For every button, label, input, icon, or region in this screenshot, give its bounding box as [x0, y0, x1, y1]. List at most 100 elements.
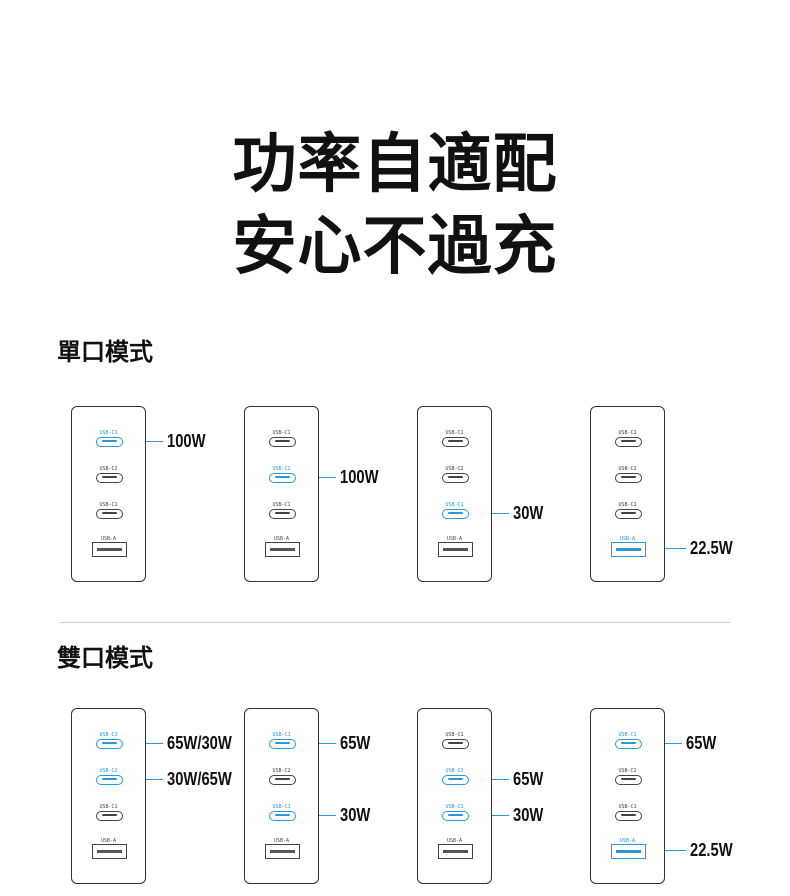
leader-line [659, 850, 686, 852]
usb-c-port [615, 775, 642, 785]
port-label: USB-C1 [99, 804, 118, 810]
usb-c-port [442, 775, 469, 785]
wattage-label: 30W [340, 805, 371, 825]
section-divider [60, 622, 730, 623]
port-label: USB-C2 [272, 768, 291, 774]
port-label: USB-A [619, 536, 636, 542]
port-label: USB-C1 [618, 502, 637, 508]
usb-c-port [442, 509, 469, 519]
usb-c-port [615, 437, 642, 447]
usb-c-port [615, 473, 642, 483]
port-label: USB-A [273, 536, 290, 542]
single-mode-title: 單口模式 [57, 338, 153, 366]
usb-c-port [96, 437, 123, 447]
port-label: USB-A [100, 838, 117, 844]
headline-line-1: 功率自適配 [232, 128, 558, 202]
port-label: USB-C2 [272, 466, 291, 472]
port-label: USB-A [446, 838, 463, 844]
port-label: USB-C1 [272, 804, 291, 810]
leader-line [309, 743, 336, 745]
leader-line [136, 743, 163, 745]
usb-c-port [269, 811, 296, 821]
usb-c-port [442, 811, 469, 821]
port-label: USB-A [619, 838, 636, 844]
leader-line [482, 815, 509, 817]
wattage-label: 65W [513, 769, 544, 789]
usb-c-port [96, 811, 123, 821]
usb-c-port [442, 473, 469, 483]
usb-a-port [92, 844, 127, 859]
leader-line [655, 743, 682, 745]
leader-line [309, 815, 336, 817]
port-label: USB-A [446, 536, 463, 542]
port-label: USB-C1 [618, 804, 637, 810]
port-label: USB-C1 [445, 732, 464, 738]
port-label: USB-C1 [445, 502, 464, 508]
port-label: USB-C2 [99, 466, 118, 472]
usb-c-port [615, 739, 642, 749]
wattage-label: 65W/30W [167, 733, 232, 753]
port-label: USB-C1 [618, 430, 637, 436]
usb-a-port [611, 542, 646, 557]
usb-c-port [615, 811, 642, 821]
port-label: USB-C2 [445, 768, 464, 774]
port-label: USB-C1 [445, 430, 464, 436]
wattage-label: 30W/65W [167, 769, 232, 789]
usb-c-port [269, 775, 296, 785]
wattage-label: 100W [167, 431, 206, 451]
wattage-label: 22.5W [690, 840, 733, 860]
usb-c-port [96, 473, 123, 483]
usb-a-port [611, 844, 646, 859]
usb-a-port [265, 542, 300, 557]
headline-line-2: 安心不過充 [232, 210, 558, 284]
dual-mode-title: 雙口模式 [57, 644, 153, 672]
port-label: USB-C1 [272, 732, 291, 738]
usb-c-port [96, 775, 123, 785]
port-label: USB-A [273, 838, 290, 844]
usb-a-port [92, 542, 127, 557]
port-label: USB-C1 [445, 804, 464, 810]
port-label: USB-C2 [445, 466, 464, 472]
wattage-label: 65W [686, 733, 717, 753]
port-label: USB-C2 [618, 466, 637, 472]
port-label: USB-C1 [99, 732, 118, 738]
port-label: USB-C1 [272, 430, 291, 436]
wattage-label: 65W [340, 733, 371, 753]
usb-c-port [442, 437, 469, 447]
leader-line [482, 779, 509, 781]
leader-line [482, 513, 509, 515]
port-label: USB-A [100, 536, 117, 542]
usb-a-port [265, 844, 300, 859]
usb-c-port [96, 509, 123, 519]
usb-c-port [269, 739, 296, 749]
leader-line [659, 548, 686, 550]
port-label: USB-C1 [618, 732, 637, 738]
wattage-label: 22.5W [690, 538, 733, 558]
leader-line [136, 441, 163, 443]
usb-a-port [438, 542, 473, 557]
usb-c-port [442, 739, 469, 749]
port-label: USB-C1 [99, 430, 118, 436]
usb-a-port [438, 844, 473, 859]
port-label: USB-C1 [272, 502, 291, 508]
usb-c-port [96, 739, 123, 749]
usb-c-port [269, 509, 296, 519]
wattage-label: 30W [513, 805, 544, 825]
usb-c-port [615, 509, 642, 519]
wattage-label: 100W [340, 467, 379, 487]
leader-line [309, 477, 336, 479]
leader-line [136, 779, 163, 781]
port-label: USB-C2 [99, 768, 118, 774]
wattage-label: 30W [513, 503, 544, 523]
usb-c-port [269, 437, 296, 447]
usb-c-port [269, 473, 296, 483]
port-label: USB-C2 [618, 768, 637, 774]
